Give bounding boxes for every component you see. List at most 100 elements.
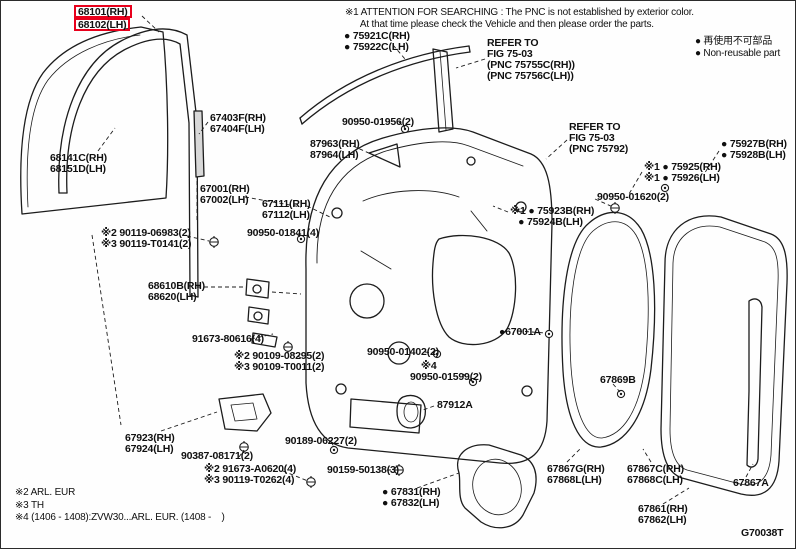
part-67869b-line-1: 67869B: [600, 374, 636, 386]
part-91673-80616-line-1: 91673-80616(4): [192, 333, 264, 345]
part-67111-line-2: 67112(LH): [262, 209, 310, 221]
part-90189-line-1: 90189-06227(2): [285, 435, 357, 447]
part-68610b[interactable]: 68610B(RH)68620(LH): [148, 281, 205, 303]
part-67001a[interactable]: ●67001A: [499, 327, 541, 338]
lower-cover-shape: [218, 393, 272, 432]
part-91673-a0620[interactable]: ※2 91673-A0620(4)※3 90119-T0262(4): [204, 464, 296, 486]
part-67001-line-2: 67002(LH): [200, 194, 249, 206]
refer-fig-75755-line-1: REFER TO: [487, 37, 539, 49]
part-90950-01620-line-1: 90950-01620(2): [597, 191, 669, 203]
part-67001-line-1: 67001(RH): [200, 183, 250, 195]
part-67403f[interactable]: 67403F(RH)67404F(LH): [210, 113, 266, 135]
part-68141c-line-2: 68151D(LH): [50, 163, 106, 175]
part-75921c[interactable]: ● 75921C(RH)● 75922C(LH): [344, 31, 410, 53]
part-87912a[interactable]: 87912A: [437, 400, 473, 411]
part-67831[interactable]: ● 67831(RH)● 67832(LH): [382, 487, 441, 509]
part-87963-line-1: 87963(RH): [310, 138, 360, 150]
part-68101-rh[interactable]: 68101(RH): [74, 5, 132, 18]
pillar-garnish-shape: [432, 48, 454, 133]
part-90387[interactable]: 90387-08171(2): [181, 451, 253, 462]
part-68141c[interactable]: 68141C(RH)68151D(LH): [50, 153, 107, 175]
part-68610b-line-1: 68610B(RH): [148, 280, 205, 292]
refer-fig-75755-line-4: (PNC 75756C(LH)): [487, 70, 574, 82]
part-75925-line-1: ※1 ● 75925(RH): [644, 161, 721, 173]
part-91673-a0620-line-2: ※3 90119-T0262(4): [204, 474, 295, 486]
mirror-cover-shape: [368, 143, 401, 168]
weatherstrip-shape: [561, 211, 656, 448]
part-75923b-line-2: ● 75924B(LH): [510, 216, 583, 228]
part-67923[interactable]: 67923(RH)67924(LH): [125, 433, 175, 455]
part-91673-a0620-line-1: ※2 91673-A0620(4): [204, 463, 297, 475]
part-91673-80616[interactable]: 91673-80616(4): [192, 334, 264, 345]
part-90950-01956[interactable]: 90950-01956(2): [342, 117, 414, 128]
note-attention-line-1: ※1 ATTENTION FOR SEARCHING : The PNC is …: [345, 7, 694, 18]
part-90950-01402[interactable]: 90950-01402(2): [367, 347, 439, 358]
part-67403f-line-2: 67404F(LH): [210, 123, 265, 135]
part-90950-01841-line-1: 90950-01841(4): [247, 227, 319, 239]
part-90950-01620[interactable]: 90950-01620(2): [597, 192, 669, 203]
part-75923b[interactable]: ※1 ● 75923B(RH) ● 75924B(LH): [510, 206, 594, 228]
note-nonreusable: ● 再使用不可部品● Non-reusable part: [695, 36, 780, 59]
door-sash-shape: [193, 110, 205, 178]
part-90109[interactable]: ※2 90109-08295(2)※3 90109-T0011(2): [234, 351, 324, 373]
handle-bezel-shape: [396, 394, 427, 429]
part-75921c-line-2: ● 75922C(LH): [344, 41, 409, 53]
part-90109-line-1: ※2 90109-08295(2): [234, 350, 325, 362]
part-68102-lh[interactable]: 68102(LH): [74, 18, 131, 31]
part-67867g-line-1: 67867G(RH): [547, 463, 605, 475]
part-67861-line-2: 67862(LH): [638, 514, 687, 526]
part-90950-01599-line-1: ※4: [410, 360, 437, 372]
part-90109-line-2: ※3 90109-T0011(2): [234, 361, 325, 373]
note-nonreusable-line-2: ● Non-reusable part: [695, 47, 781, 59]
part-67867a-line-1: 67867A: [733, 477, 769, 489]
part-90189[interactable]: 90189-06227(2): [285, 436, 357, 447]
blackout-tape-shape: [299, 45, 470, 119]
part-75927b[interactable]: ● 75927B(RH)● 75928B(LH): [721, 139, 787, 161]
part-67861-line-1: 67861(RH): [638, 503, 688, 515]
part-90159[interactable]: 90159-50138(3): [327, 465, 399, 476]
diagram-code: G70038T: [741, 527, 784, 539]
part-68102-lh-line-1: 68102(LH): [78, 19, 127, 31]
part-75925-line-2: ※1 ● 75926(LH): [644, 172, 720, 184]
part-87912a-line-1: 87912A: [437, 399, 473, 411]
note-attention: ※1 ATTENTION FOR SEARCHING : The PNC is …: [345, 7, 694, 30]
part-67111-line-1: 67111(RH): [262, 198, 311, 210]
part-67867c-line-1: 67867C(RH): [627, 463, 684, 475]
part-68610b-line-2: 68620(LH): [148, 291, 197, 303]
note-attention-line-2: At that time please check the Vehicle an…: [345, 18, 654, 30]
refer-fig-75792-line-2: FIG 75-03: [569, 132, 615, 144]
part-90950-01841[interactable]: 90950-01841(4): [247, 228, 319, 239]
part-67867c[interactable]: 67867C(RH)67868C(LH): [627, 464, 684, 486]
part-67867a[interactable]: 67867A: [733, 478, 769, 489]
part-67867g-line-2: 67868L(LH): [547, 474, 602, 486]
legend-applicability-line-2: ※3 TH: [15, 499, 44, 511]
part-87963[interactable]: 87963(RH)87964(LH): [310, 139, 360, 161]
part-90950-01599-line-2: 90950-01599(2): [410, 371, 482, 383]
part-67111[interactable]: 67111(RH)67112(LH): [262, 198, 311, 221]
part-75927b-line-1: ● 75927B(RH): [721, 138, 787, 150]
door-outer-panel-shape: [660, 215, 788, 496]
part-67869b[interactable]: 67869B: [600, 375, 636, 386]
part-67861[interactable]: 67861(RH)67862(LH): [638, 504, 688, 526]
part-90119-line-1: ※2 90119-06983(2): [101, 227, 191, 239]
edge-weatherstrip-shape: [746, 298, 763, 468]
door-hinge-shape: [245, 278, 270, 299]
glass-run-shape: [58, 28, 199, 298]
part-67001[interactable]: 67001(RH)67002(LH): [200, 184, 250, 206]
door-panel-shape: [305, 127, 553, 465]
part-67867g[interactable]: 67867G(RH)67868L(LH): [547, 464, 605, 486]
part-67923-line-1: 67923(RH): [125, 432, 175, 444]
part-90159-line-1: 90159-50138(3): [327, 464, 399, 476]
part-67403f-line-1: 67403F(RH): [210, 112, 266, 124]
part-90119-line-2: ※3 90119-T0141(2): [101, 238, 192, 250]
part-75925[interactable]: ※1 ● 75925(RH)※1 ● 75926(LH): [644, 162, 721, 184]
part-90119[interactable]: ※2 90119-06983(2)※3 90119-T0141(2): [101, 228, 191, 250]
part-90950-01956-line-1: 90950-01956(2): [342, 116, 414, 128]
refer-fig-75755-line-2: FIG 75-03: [487, 48, 533, 60]
legend-applicability-line-3: ※4 (1406 - 1408):ZVW30...ARL. EUR. (1408…: [15, 512, 225, 523]
